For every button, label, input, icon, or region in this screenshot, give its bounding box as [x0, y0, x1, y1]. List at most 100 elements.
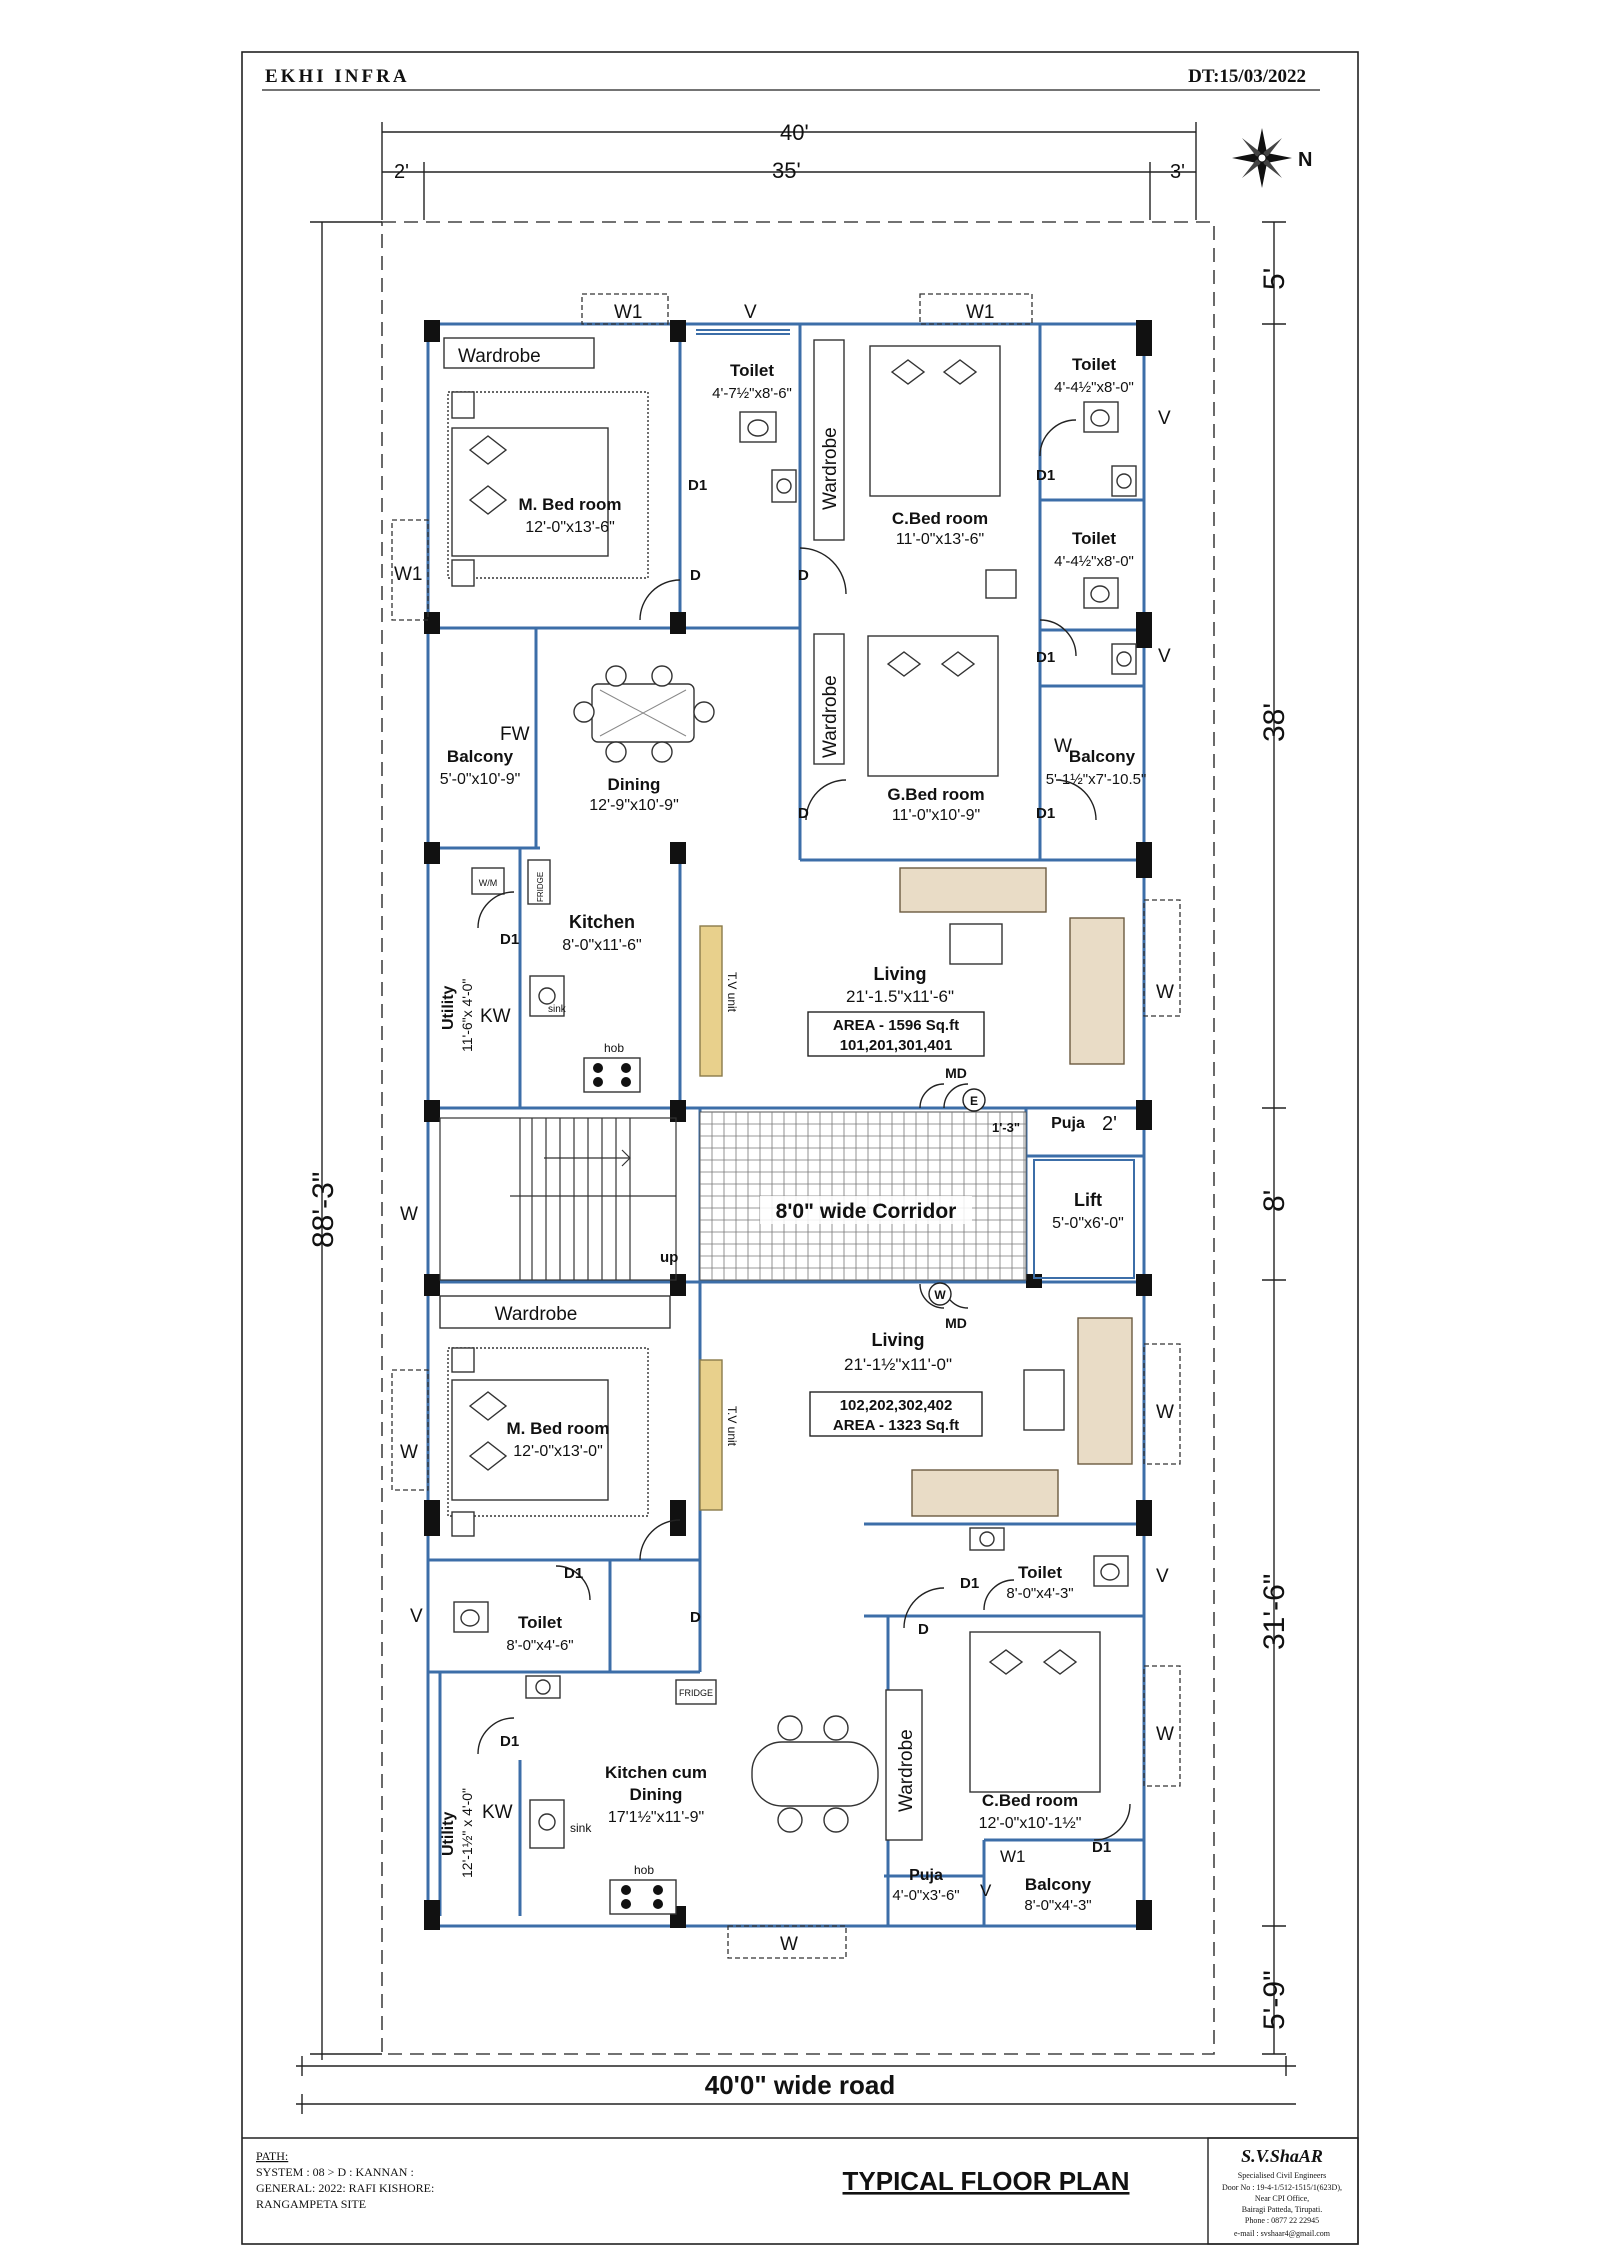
upper-master-name: M. Bed room	[519, 495, 622, 514]
area-box	[807, 1011, 985, 1057]
tag-w: W	[400, 1204, 418, 1225]
tag-v: V	[980, 1881, 992, 1900]
opening-tags: W1 V W1 W1 V V D1 D D D1 D1 D D1 W FW D1…	[394, 302, 1174, 1955]
tag-d: D	[798, 567, 809, 584]
lower-utility-size: 12'-1½" x 4'-0"	[459, 1788, 475, 1878]
company-name: EKHI INFRA	[265, 66, 410, 87]
tag-w1: W1	[1000, 1847, 1026, 1866]
lower-child-wardrobe: Wardrobe	[896, 1729, 917, 1812]
dim-left-total: 88'-3"	[307, 1172, 340, 1248]
tag-v: V	[410, 1606, 423, 1627]
tag-w: W	[780, 1934, 798, 1955]
upper-master-wardrobe: Wardrobe	[458, 346, 541, 367]
washing-machine-label: W/M	[479, 878, 498, 888]
washbasin-icon	[969, 1527, 1005, 1551]
dim-top-right: 3'	[1170, 161, 1185, 183]
upper-living-size: 21'-1.5"x11'-6"	[846, 987, 954, 1006]
double-bed-icon	[447, 391, 649, 587]
dim-right-2: 38'	[1258, 703, 1291, 742]
dim-top-mid: 35'	[772, 158, 801, 183]
road-label: 40'0" wide road	[705, 2070, 895, 2100]
hob-label-lower: hob	[634, 1863, 654, 1877]
study-chair-icon	[985, 569, 1017, 599]
wc-icon	[1083, 577, 1119, 609]
lift-shaft	[1033, 1159, 1135, 1279]
washbasin-icon	[1111, 465, 1137, 497]
hob-label-upper: hob	[604, 1041, 624, 1055]
dim-top-left: 2'	[394, 161, 409, 183]
tag-w: W	[400, 1442, 418, 1463]
wardrobe-box	[813, 339, 845, 541]
lower-living-size: 21'-1½"x11'-0"	[844, 1355, 952, 1374]
wc-icon	[1083, 401, 1119, 433]
tag-w1: W1	[394, 564, 423, 585]
firm-stamp-box	[1207, 2137, 1359, 2245]
sofa-icon	[899, 867, 1125, 1065]
upper-kitchen-size: 8'-0"x11'-6"	[562, 937, 641, 954]
tag-w: W	[1156, 982, 1174, 1003]
tag-v: V	[1158, 408, 1171, 429]
path-system: SYSTEM : 08 > D : KANNAN :	[256, 2165, 414, 2179]
upper-toilet1-name: Toilet	[730, 361, 774, 380]
tag-d1: D1	[1036, 467, 1055, 484]
main-door-upper-tag: MD	[945, 1065, 967, 1081]
tag-kw: KW	[482, 1802, 513, 1823]
upper-flats: 101,201,301,401	[840, 1037, 953, 1054]
tag-w: W	[1054, 736, 1072, 757]
path-label: PATH:	[256, 2149, 288, 2163]
path-site: RANGAMPETA SITE	[256, 2197, 366, 2211]
columns	[424, 320, 1152, 1930]
upper-living-name: Living	[874, 964, 927, 984]
double-bed-icon	[969, 1631, 1101, 1793]
wardrobe-box	[439, 1295, 671, 1329]
tag-kw: KW	[480, 1006, 511, 1027]
wardrobe-box	[885, 1689, 923, 1841]
tag-d1: D1	[500, 1733, 519, 1750]
tag-d1: D1	[500, 931, 519, 948]
main-door-lower-tag: MD	[945, 1315, 967, 1331]
lower-utility-name: Utility	[440, 1811, 457, 1856]
tag-d1: D1	[1092, 1839, 1111, 1856]
upper-toilet2-size: 4'-4½"x8'-0"	[1054, 379, 1134, 396]
north-compass-icon	[1232, 128, 1292, 188]
firm-line-4: Bairagi Patteda, Tirupati.	[1242, 2205, 1322, 2214]
door-swings	[477, 419, 1131, 1841]
staircase	[439, 1117, 677, 1281]
lower-master-wardrobe: Wardrobe	[495, 1304, 578, 1325]
upper-child-size: 11'-0"x13'-6"	[896, 531, 984, 548]
lower-toilet-right-name: Toilet	[1018, 1563, 1062, 1582]
washing-machine-box	[471, 867, 505, 895]
fridge-label-lower: FRIDGE	[679, 1688, 713, 1698]
entrance-marker-lower	[928, 1282, 952, 1306]
tag-d: D	[798, 805, 809, 822]
tag-d: D	[690, 1609, 701, 1626]
sink-icon	[529, 1799, 565, 1849]
lower-toilet-left-size: 8'-0"x4'-6"	[506, 1637, 573, 1654]
tag-w: W	[1156, 1402, 1174, 1423]
core-puja-dim: 2'	[1102, 1113, 1117, 1135]
wardrobe-box	[443, 337, 595, 369]
tag-w: W	[1156, 1724, 1174, 1745]
upper-dining-name: Dining	[608, 775, 661, 794]
tv-unit-box	[699, 1359, 723, 1511]
tag-d1: D1	[1036, 805, 1055, 822]
hob-icon	[583, 1057, 641, 1093]
tag-v: V	[1158, 646, 1171, 667]
tv-unit-label-lower: T.V unit	[725, 1406, 739, 1447]
tag-d1: D1	[564, 1565, 583, 1582]
sink-label-upper: sink	[548, 1004, 567, 1015]
wc-icon	[739, 411, 777, 443]
tag-d: D	[690, 567, 701, 584]
upper-utility-size: 11'-6"x 4'-0"	[459, 979, 475, 1052]
upper-toilet2-name: Toilet	[1072, 355, 1116, 374]
upper-balcony-right-name: Balcony	[1069, 747, 1136, 766]
tag-w1: W1	[614, 302, 643, 323]
path-general: GENERAL: 2022: RAFI KISHORE:	[256, 2181, 434, 2195]
tag-d1: D1	[1036, 649, 1055, 666]
upper-balcony-left-size: 5'-0"x10'-9"	[440, 771, 521, 788]
lower-child-name: C.Bed room	[982, 1791, 1078, 1810]
tag-w1: W1	[966, 302, 995, 323]
firm-line-2: Door No : 19-4-1/512-1515/1(623D),	[1222, 2183, 1342, 2192]
fridge-box	[527, 859, 551, 905]
